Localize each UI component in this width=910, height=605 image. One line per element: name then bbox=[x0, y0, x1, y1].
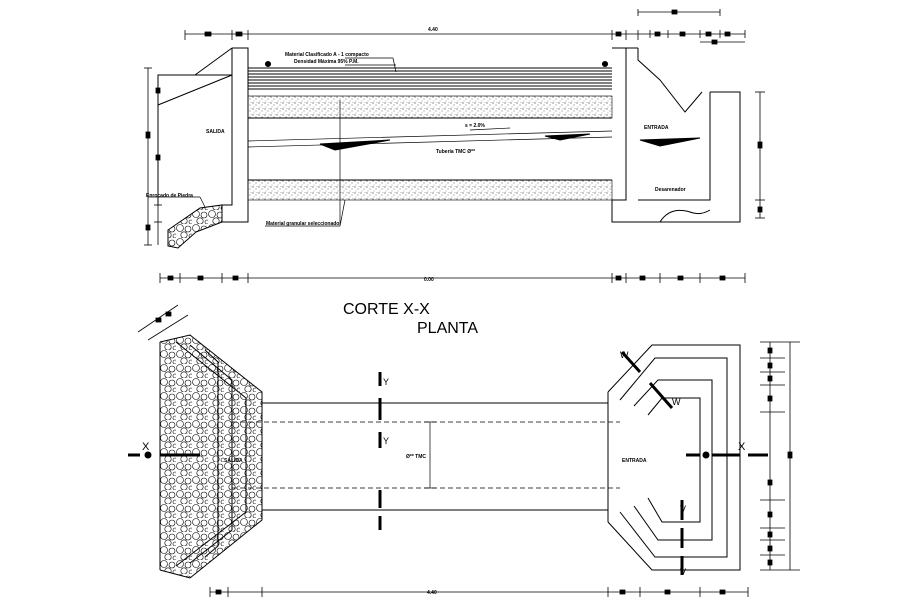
section-outlet-label: SALIDA bbox=[206, 129, 225, 135]
section-sandtrap-label: Desarenador bbox=[655, 187, 686, 193]
inlet-headwall bbox=[611, 47, 741, 223]
plan-dim-total: 4.40 bbox=[427, 590, 437, 596]
plan-cut-w-top: W bbox=[620, 350, 629, 360]
plan-title: PLANTA bbox=[417, 320, 478, 337]
plan-labels: SALIDA ENTRADA Ø** TMC 4.40 X X Y Y W W … bbox=[142, 350, 746, 596]
left-dimension-line bbox=[144, 67, 162, 246]
plan-outlet-label: SALIDA bbox=[224, 458, 243, 464]
section-mat-top-2: Densidad Máxima 95% P.M. bbox=[294, 59, 359, 65]
granular-bed-top bbox=[247, 95, 613, 119]
plan-cut-x-left: X bbox=[142, 441, 150, 453]
plan-cut-v-top: V bbox=[680, 504, 686, 514]
compacted-fill bbox=[248, 60, 612, 90]
right-dimension-line bbox=[755, 91, 765, 219]
section-labels: 4.40 Material Clasificado A - 1 compacto… bbox=[146, 27, 686, 283]
plan-right-dimension bbox=[760, 341, 800, 571]
section-view bbox=[144, 9, 765, 283]
cut-line-w bbox=[620, 350, 674, 409]
plan-bottom-dimension bbox=[209, 587, 749, 597]
bottom-dimension-line bbox=[159, 273, 746, 283]
section-dim-bottom: 0.00 bbox=[424, 277, 434, 283]
plan-pipe-dim: Ø** TMC bbox=[406, 454, 426, 460]
section-slope-label: s = 2.0% bbox=[465, 123, 485, 129]
plan-left-dimension bbox=[137, 304, 189, 341]
section-stonefill-label: Enrocado de Piedra bbox=[146, 193, 193, 199]
granular-bed-bottom bbox=[247, 179, 613, 201]
plan-cut-x-right: X bbox=[738, 441, 746, 453]
section-title: CORTE X-X bbox=[343, 301, 430, 318]
section-pipe-label: Tubería TMC Ø** bbox=[436, 149, 475, 155]
section-granular-label: Material granular seleccionado bbox=[266, 221, 339, 227]
inlet-box bbox=[607, 344, 741, 571]
pipe-barrel-plan bbox=[232, 402, 620, 511]
section-dim-total: 4.40 bbox=[428, 27, 438, 33]
section-inlet-label: ENTRADA bbox=[644, 125, 669, 131]
centerline-x bbox=[128, 451, 768, 459]
plan-inlet-label: ENTRADA bbox=[622, 458, 647, 464]
section-mat-top-1: Material Clasificado A - 1 compacto bbox=[285, 52, 369, 58]
plan-cut-y-top: Y bbox=[383, 377, 389, 387]
pipe-section bbox=[247, 100, 613, 225]
stone-fill-outlet bbox=[148, 196, 223, 249]
leader-lines bbox=[265, 57, 511, 227]
plan-cut-w-bottom: W bbox=[672, 397, 681, 407]
plan-view bbox=[128, 304, 800, 597]
plan-cut-v-bottom: V bbox=[680, 567, 686, 577]
outlet-wingwall bbox=[159, 334, 263, 579]
plan-cut-y-mid: Y bbox=[383, 436, 389, 446]
top-dimension-line bbox=[184, 9, 746, 45]
